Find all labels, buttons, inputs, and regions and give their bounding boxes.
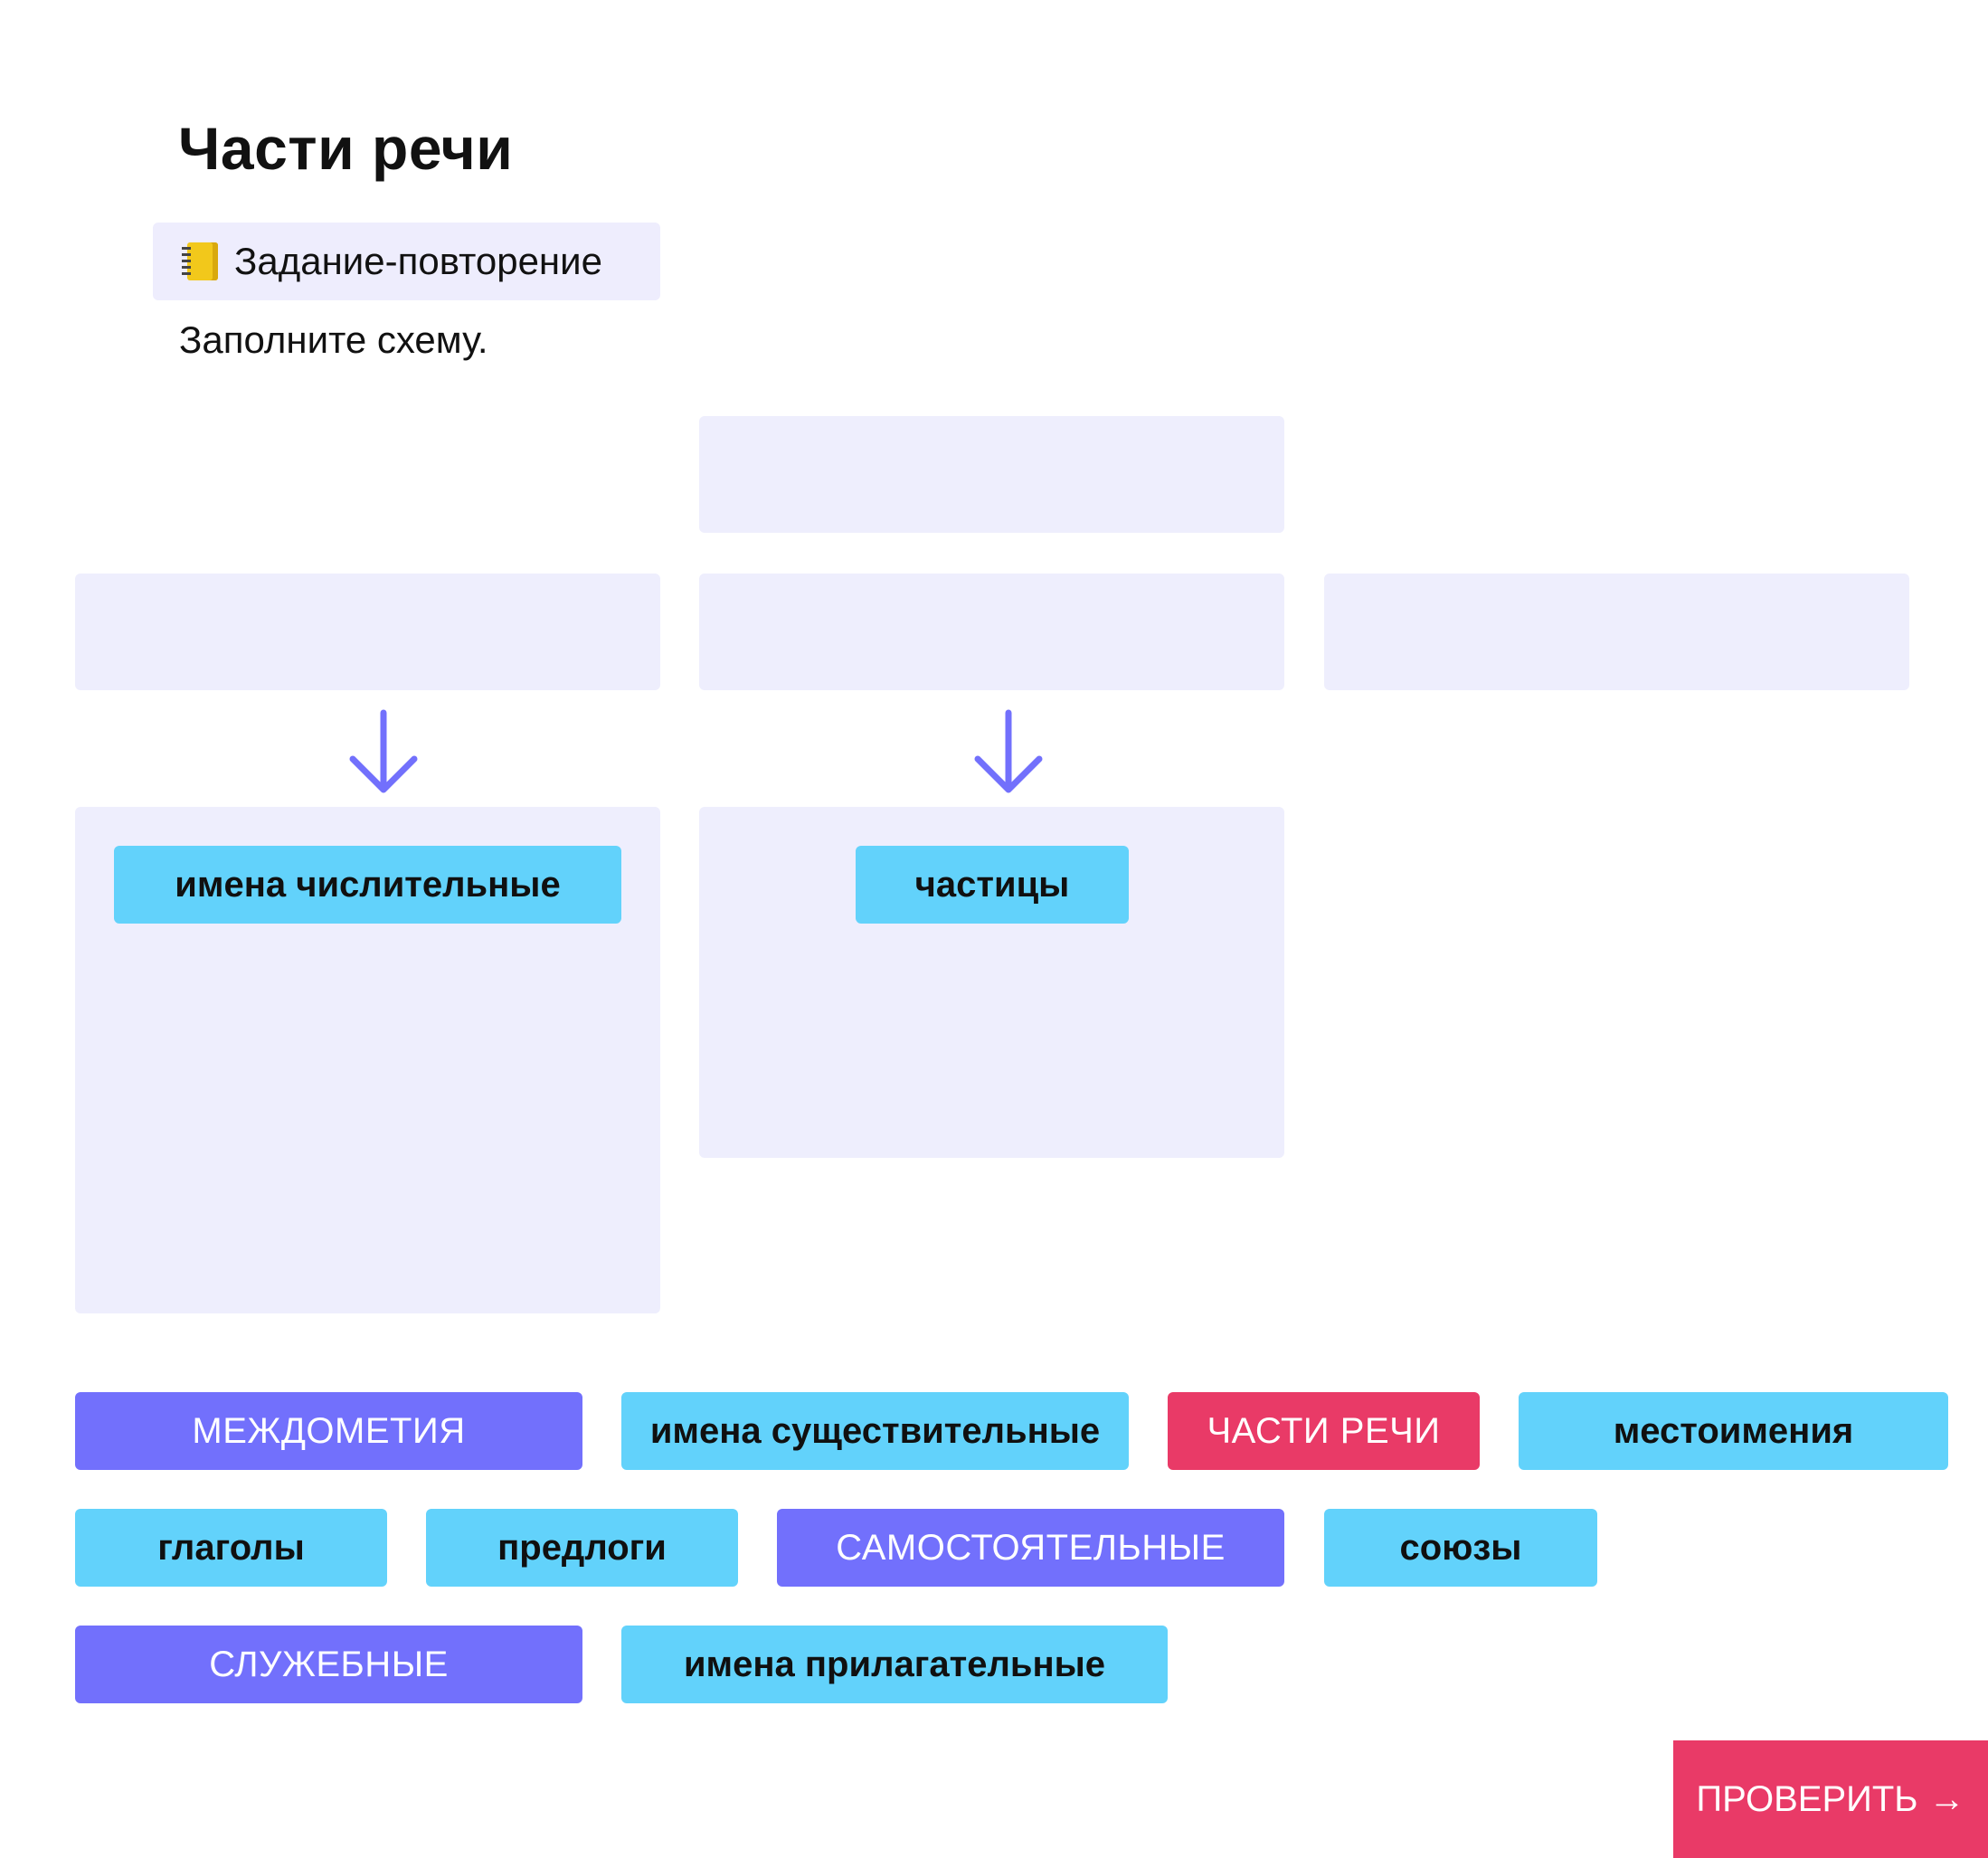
task-instruction: Заполните схему. <box>179 318 488 361</box>
chip-imena-sushchestvitelnye[interactable]: имена существительные <box>621 1392 1129 1470</box>
notebook-icon <box>182 242 218 280</box>
placed-chip[interactable]: имена числительные <box>114 846 621 924</box>
drop-column-left[interactable]: имена числительные <box>75 807 660 1313</box>
chip-imena-prilagatelnye[interactable]: имена прилагательные <box>621 1626 1168 1703</box>
placed-chip[interactable]: частицы <box>856 846 1129 924</box>
chip-mestoimeniya[interactable]: местоимения <box>1519 1392 1948 1470</box>
arrow-down-icon <box>974 709 1043 793</box>
drop-slot-category-right[interactable] <box>1324 574 1909 690</box>
task-badge: Задание-повторение <box>153 223 660 300</box>
chip-samostoyatelnye[interactable]: САМОСТОЯТЕЛЬНЫЕ <box>777 1509 1284 1587</box>
chip-soyuzy[interactable]: союзы <box>1324 1509 1597 1587</box>
chip-sluzhebnye[interactable]: СЛУЖЕБНЫЕ <box>75 1626 582 1703</box>
task-badge-label: Задание-повторение <box>234 240 602 282</box>
chip-mezhdometiya[interactable]: МЕЖДОМЕТИЯ <box>75 1392 582 1470</box>
check-button[interactable]: ПРОВЕРИТЬ → <box>1673 1740 1988 1858</box>
page-title: Части речи <box>178 115 514 182</box>
drop-column-middle[interactable]: частицы <box>699 807 1284 1158</box>
drop-slot-root[interactable] <box>699 416 1284 533</box>
arrow-down-icon <box>349 709 418 793</box>
chip-chasti-rechi[interactable]: ЧАСТИ РЕЧИ <box>1168 1392 1480 1470</box>
chip-predlogi[interactable]: предлоги <box>426 1509 738 1587</box>
drop-slot-category-middle[interactable] <box>699 574 1284 690</box>
arrow-right-icon: → <box>1928 1778 1965 1819</box>
drop-slot-category-left[interactable] <box>75 574 660 690</box>
chip-glagoly[interactable]: глаголы <box>75 1509 387 1587</box>
check-button-label: ПРОВЕРИТЬ <box>1696 1778 1918 1819</box>
